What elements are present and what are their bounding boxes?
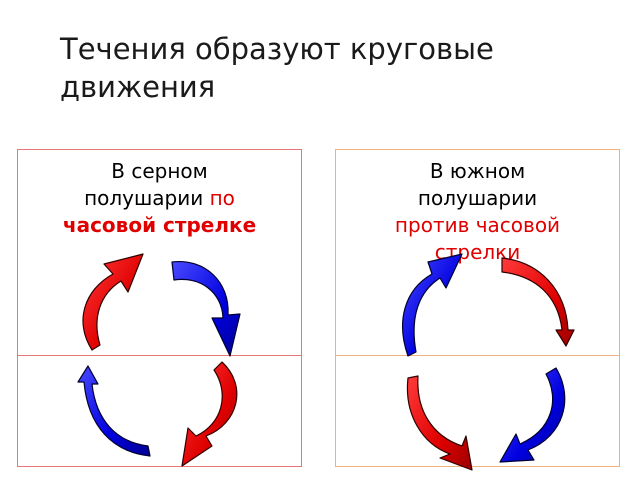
south-caption: В южном полушарии против часовой стрелки	[336, 158, 619, 266]
north-arrow-top-right-blue	[171, 260, 241, 357]
south-caption-counterclockwise: против часовой	[394, 213, 561, 237]
north-arrow-top-left-red	[82, 253, 144, 351]
north-caption-line-2: полушарии по	[18, 185, 301, 212]
north-caption-clockwise: часовой стрелке	[62, 213, 257, 237]
north-arrow-bottom-left-blue	[77, 365, 151, 457]
title-line-1: Течения образуют круговые	[60, 32, 494, 66]
panel-divider	[18, 355, 301, 356]
north-hemisphere-panel: В серном полушарии по часовой стрелке ор	[17, 149, 302, 467]
south-arrow-top-right-red	[501, 257, 575, 347]
south-caption-line-2: полушарии	[417, 186, 538, 210]
north-caption-line-1: В серном	[111, 159, 208, 183]
north-caption: В серном полушарии по часовой стрелке	[18, 158, 301, 239]
south-hidden-text: р	[404, 357, 417, 381]
north-caption-hemisphere: полушарии	[84, 186, 210, 210]
south-arrow-top-left-blue	[402, 253, 463, 357]
title-line-2: движения	[60, 70, 216, 104]
page-title: Течения образуют круговые движения	[60, 30, 580, 106]
south-caption-line-1: В южном	[429, 159, 526, 183]
panel-divider	[336, 355, 619, 356]
south-arrow-bottom-left-red	[406, 375, 473, 471]
north-caption-po: по	[209, 186, 235, 210]
south-hemisphere-panel: В южном полушарии против часовой стрелки…	[335, 149, 620, 467]
north-caption-line-3: часовой стрелке	[18, 212, 301, 239]
south-arrow-bottom-right-blue	[499, 367, 566, 463]
north-arrow-bottom-right-red	[181, 361, 238, 467]
